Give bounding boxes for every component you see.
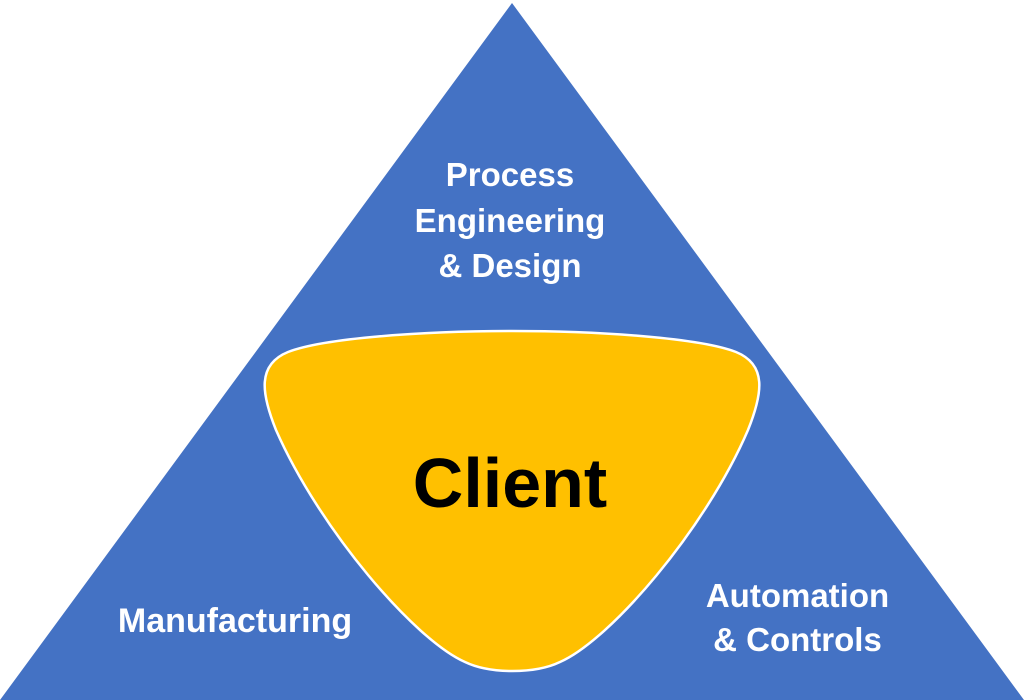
process-engineering-line-1: Process [445, 156, 575, 193]
manufacturing-label: Manufacturing [117, 602, 353, 640]
process-engineering-label: Process Engineering & Design [360, 152, 660, 289]
automation-controls-line-1: Automation [705, 577, 890, 614]
automation-controls-label: Automation & Controls [655, 574, 940, 662]
center-rounded-shape [263, 329, 761, 673]
process-engineering-line-3: & Design [438, 247, 582, 285]
client-label: Client [412, 444, 608, 522]
automation-controls-line-2: & Controls [713, 621, 882, 659]
process-engineering-line-2: Engineering [414, 201, 606, 239]
